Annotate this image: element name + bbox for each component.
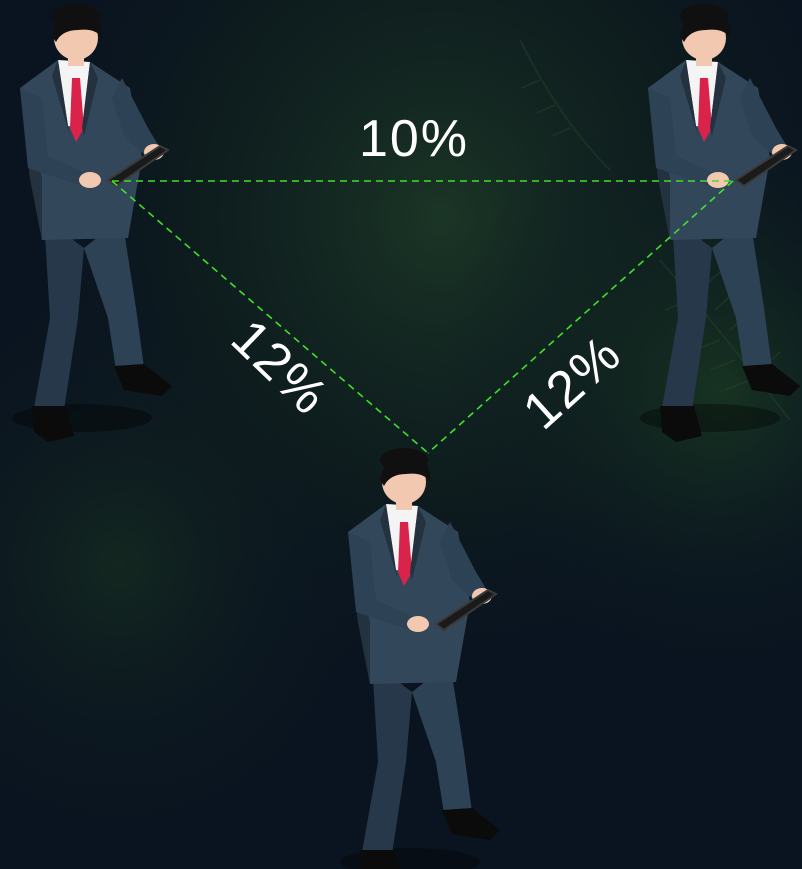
percentage-label-right: 12% — [512, 324, 633, 441]
person-bottom — [340, 448, 500, 869]
percentage-label-top: 10% — [359, 110, 469, 168]
person-top-right — [640, 4, 800, 442]
percentage-label-left: 12% — [220, 309, 339, 427]
person-top-left — [12, 4, 172, 442]
